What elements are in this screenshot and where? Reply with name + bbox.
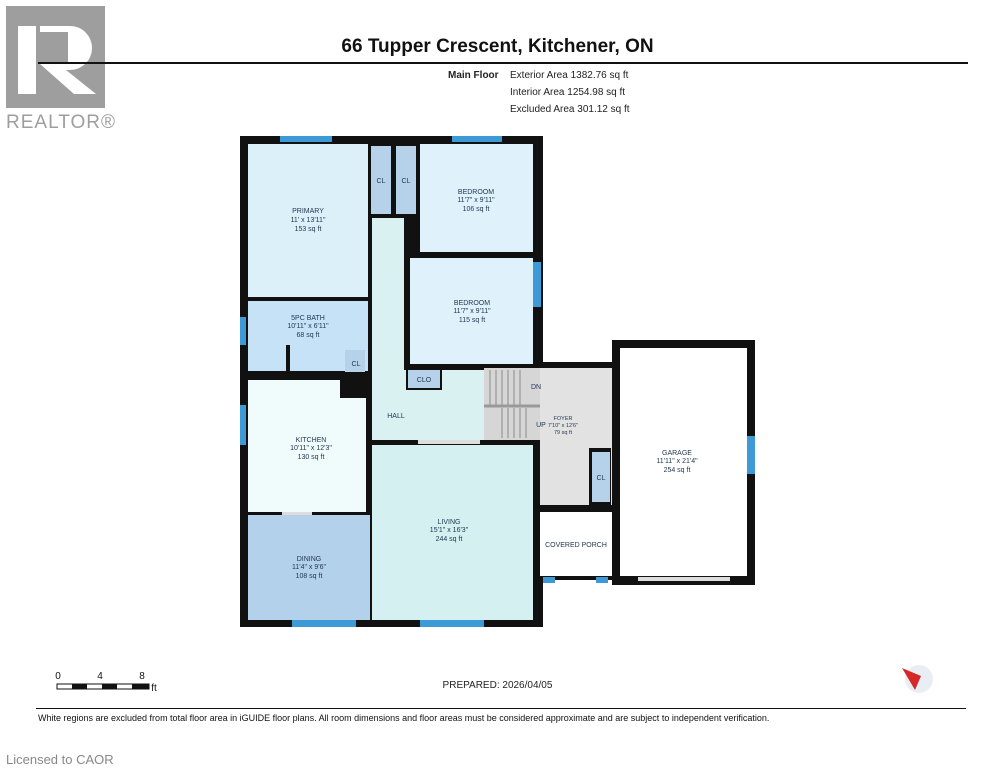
living-dims: 15'1" x 16'3"	[430, 527, 469, 534]
closet-label: CL	[377, 178, 386, 185]
hall-label: HALL	[387, 413, 405, 420]
room-living	[372, 445, 533, 620]
bedroom1-dims: 11'7" x 9'11"	[457, 197, 495, 204]
dining-name: DINING	[297, 556, 322, 563]
bedroom2-name: BEDROOM	[454, 300, 490, 307]
closet-label: CL	[597, 475, 606, 482]
room-garage	[620, 348, 747, 576]
scale-unit: ft	[151, 683, 157, 694]
room-bedroom-2	[410, 258, 533, 364]
interior-area: Interior Area 1254.98 sq ft	[510, 87, 626, 98]
scale-label: 4	[97, 671, 103, 682]
floor-label: Main Floor	[448, 70, 499, 81]
stairs-up-label: UP	[536, 422, 546, 429]
dining-dims: 11'4" x 9'6"	[292, 564, 326, 571]
prepared-date: PREPARED: 2026/04/05	[442, 680, 553, 691]
realtor-logo	[6, 6, 105, 108]
license-watermark: Licensed to CAOR	[6, 752, 114, 767]
kitchen-area: 130 sq ft	[298, 454, 325, 461]
bath-wall	[286, 345, 290, 371]
room-covered-porch	[540, 512, 612, 576]
bath-name: 5PC BATH	[291, 315, 325, 322]
bedroom2-dims: 11'7" x 9'11"	[453, 308, 491, 315]
excluded-area: Excluded Area 301.12 sq ft	[510, 104, 630, 115]
room-kitchen	[248, 380, 366, 512]
closet-clo	[408, 370, 440, 388]
opening	[418, 440, 480, 444]
foyer-name: FOYER	[554, 416, 573, 422]
foyer-dims: 7'10" x 12'6"	[548, 423, 578, 429]
scale-label: 0	[55, 671, 61, 682]
clo-label: CLO	[417, 377, 432, 384]
closet-label: CL	[402, 178, 411, 185]
primary-name: PRIMARY	[292, 208, 324, 215]
disclaimer: White regions are excluded from total fl…	[38, 713, 770, 723]
stairs-down-label: DN	[531, 384, 541, 391]
bedroom2-area: 115 sq ft	[459, 317, 485, 324]
realtor-logo-text: REALTOR®	[6, 112, 116, 133]
closet	[592, 452, 610, 502]
windows	[240, 136, 755, 627]
exterior-area: Exterior Area 1382.76 sq ft	[510, 70, 629, 81]
living-area: 244 sq ft	[436, 536, 463, 543]
bedroom1-name: BEDROOM	[458, 189, 494, 196]
footer-divider	[36, 708, 966, 709]
compass-icon	[902, 665, 933, 693]
dining-area: 108 sq ft	[296, 573, 323, 580]
bath-dims: 10'11" x 6'11"	[287, 323, 329, 330]
scale-bar: 0 4 8 ft	[55, 671, 157, 694]
scale-label: 8	[139, 671, 145, 682]
kitchen-name: KITCHEN	[296, 437, 327, 444]
stairs	[484, 368, 540, 440]
kitchen-column	[340, 372, 370, 398]
room-primary	[248, 144, 368, 297]
closet	[371, 146, 391, 214]
closet	[345, 350, 365, 372]
title-divider	[38, 62, 968, 64]
primary-area: 153 sq ft	[295, 226, 322, 233]
garage-dims: 11'11" x 21'4"	[656, 458, 698, 465]
bedroom1-area: 106 sq ft	[463, 206, 490, 213]
porch-label: COVERED PORCH	[545, 542, 607, 549]
closet-label: CL	[352, 361, 361, 368]
opening	[282, 512, 312, 515]
kitchen-dims: 10'11" x 12'3"	[290, 445, 332, 452]
garage-door	[638, 577, 730, 581]
page-title: 66 Tupper Crescent, Kitchener, ON	[341, 36, 654, 57]
room-dining	[248, 515, 370, 620]
bath-area: 68 sq ft	[297, 332, 320, 339]
living-name: LIVING	[438, 519, 461, 526]
closet	[396, 146, 416, 214]
garage-area: 254 sq ft	[664, 467, 691, 474]
room-bedroom-1	[420, 144, 533, 252]
foyer-area: 79 sq ft	[554, 430, 573, 436]
primary-dims: 11' x 13'11"	[291, 217, 326, 224]
stair-treads	[484, 370, 540, 438]
garage-name: GARAGE	[662, 450, 692, 457]
